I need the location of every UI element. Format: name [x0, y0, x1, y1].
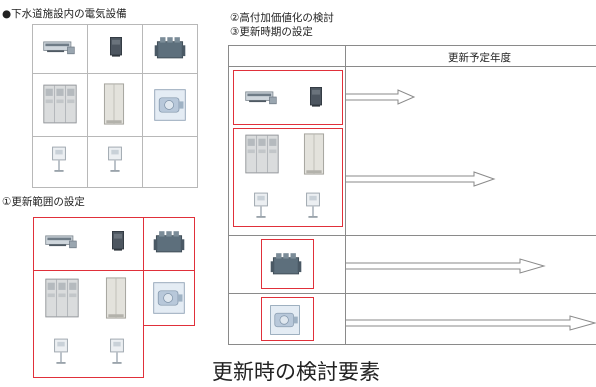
switchgear-cabinet-icon [244, 132, 280, 176]
row1-highlight [233, 70, 343, 125]
table-row-line [228, 235, 596, 236]
rack-ups-unit-icon [244, 86, 278, 108]
table-row-line [228, 293, 596, 294]
pole-mounted-box-icon [50, 336, 72, 366]
pole-mounted-box-icon [302, 190, 324, 220]
row4-highlight [261, 297, 314, 341]
group-box-motor-unit [143, 270, 195, 326]
table-left-line [228, 45, 229, 345]
table-top-line [228, 45, 596, 46]
transformer-icon [268, 250, 304, 278]
small-dark-panel-icon [108, 34, 124, 60]
pole-mounted-box-icon [106, 336, 128, 366]
motor-control-unit-icon [152, 87, 188, 123]
diagram-caption: 更新時の検討要素 [212, 360, 380, 384]
small-dark-panel-icon [308, 84, 324, 110]
step1-label: ①更新範囲の設定 [2, 196, 85, 208]
row2-highlight [233, 128, 343, 227]
row1-timeline-arrow [346, 89, 416, 105]
grid-cell [142, 136, 198, 188]
pole-mounted-box-icon [104, 144, 126, 174]
pole-mounted-box-icon [250, 190, 272, 220]
pole-mounted-box-icon [48, 144, 70, 174]
row3-highlight [261, 239, 314, 289]
step2-label: ②高付加価値化の検討 [230, 12, 334, 24]
rack-ups-unit-icon [42, 36, 76, 58]
switchgear-cabinet-icon [44, 276, 80, 320]
transformer-icon [151, 228, 187, 256]
tall-cabinet-icon [302, 132, 326, 176]
transformer-icon [152, 34, 188, 62]
rack-ups-unit-icon [44, 230, 78, 252]
table-header-label: 更新予定年度 [448, 52, 511, 64]
row4-timeline-arrow [346, 315, 596, 331]
step3-label: ③更新時期の設定 [230, 26, 313, 38]
row2-timeline-arrow [346, 171, 496, 187]
row3-timeline-arrow [346, 258, 546, 274]
table-column-line [345, 45, 346, 345]
small-dark-panel-icon [110, 228, 126, 254]
tall-cabinet-icon [102, 82, 126, 126]
motor-control-unit-icon [151, 280, 187, 316]
switchgear-cabinet-icon [42, 82, 78, 126]
motor-control-unit-icon [268, 303, 302, 337]
equipment-title: ●下水道施設内の電気設備 [2, 8, 127, 20]
table-bottom-line [228, 344, 596, 345]
tall-cabinet-icon [104, 276, 128, 320]
table-header-line [228, 66, 596, 67]
